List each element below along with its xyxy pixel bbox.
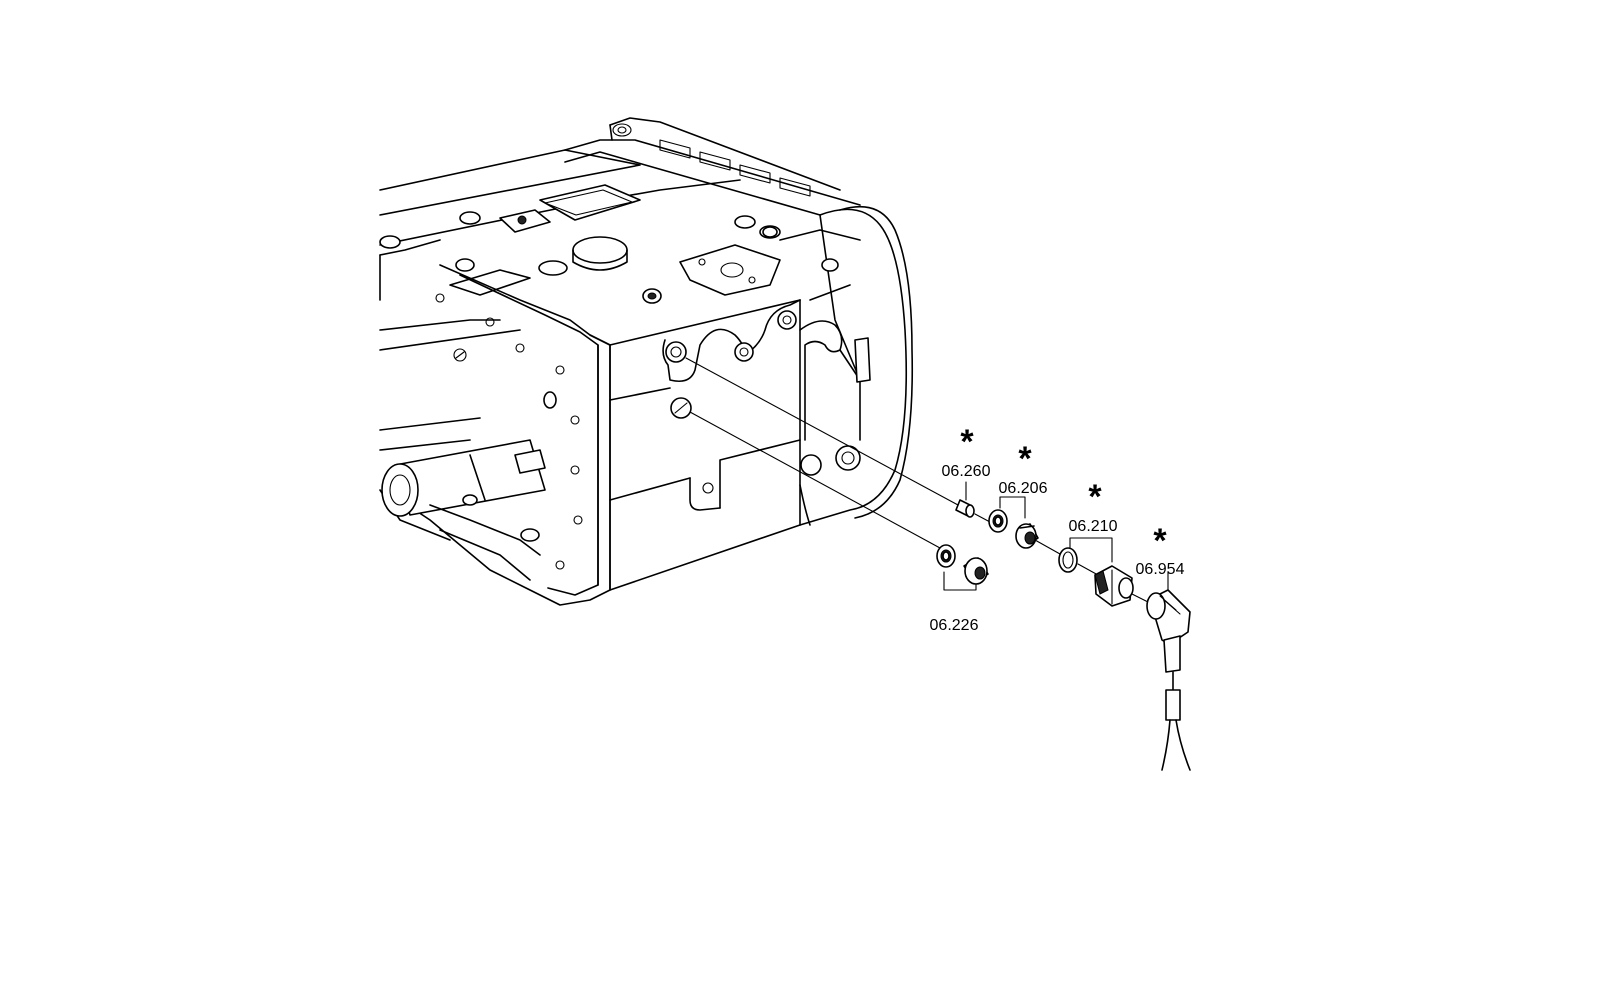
part-number-label: 06.206	[999, 480, 1048, 497]
part-06-206-washer	[988, 509, 1008, 533]
part-number-label: 06.226	[930, 617, 979, 634]
callout-06-210: * 06.210	[1069, 478, 1118, 535]
transmission-housing	[379, 117, 914, 606]
callout-06-226: 06.226	[930, 617, 979, 634]
callout-06-206: * 06.206	[999, 440, 1048, 497]
star-marker: *	[1088, 478, 1102, 516]
part-number-label: 06.954	[1136, 561, 1185, 578]
callout-brackets	[943, 481, 1169, 591]
callout-06-260: * 06.260	[942, 423, 991, 480]
callout-06-954: * 06.954	[1136, 522, 1185, 578]
star-marker: *	[1153, 522, 1167, 560]
part-number-label: 06.260	[942, 463, 991, 480]
part-number-label: 06.210	[1069, 518, 1118, 535]
assembly-lines	[685, 357, 1149, 603]
part-06-954-connector	[1146, 589, 1191, 771]
star-marker: *	[1018, 440, 1032, 478]
part-06-226-plug	[963, 557, 989, 585]
part-06-226-washer	[936, 544, 956, 568]
part-06-210-o-ring	[1058, 547, 1078, 573]
part-06-260-pin	[955, 499, 975, 518]
star-marker: *	[960, 423, 974, 461]
part-06-210-switch	[1094, 565, 1134, 607]
part-06-206-plug	[1015, 523, 1039, 549]
